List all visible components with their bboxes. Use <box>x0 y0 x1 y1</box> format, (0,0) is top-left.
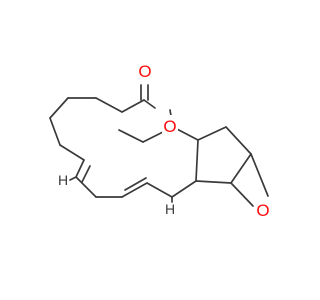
bond-c11-ringjunction <box>171 180 197 198</box>
bond-c7-c8 <box>75 176 97 198</box>
bond-c10-c11 <box>146 182 173 198</box>
bond-co-c1 <box>121 99 145 113</box>
epoxide-oxygen-label: O <box>256 201 269 220</box>
ester-oxygen-label: O <box>163 117 176 136</box>
bond-ethyl-methyl <box>118 129 144 143</box>
bond-ring-d <box>230 153 252 184</box>
bond-layer <box>49 84 269 207</box>
epoxide-oxygen-bg <box>255 199 271 220</box>
ester-oxygen-bg <box>162 115 178 137</box>
atom-label-layer: O O O H H <box>58 60 271 220</box>
alkene-bond-2 <box>121 182 148 198</box>
carbonyl-oxygen-bg <box>136 60 154 82</box>
bond-c5-c6 <box>59 144 85 161</box>
structure-canvas: O O O H H <box>49 60 271 220</box>
bond-ring-b <box>197 126 227 141</box>
bond-c4-c5 <box>49 117 61 146</box>
alkene-bond-1 <box>75 159 85 178</box>
alkene-hydrogen-2-label: H <box>165 201 175 217</box>
bond-c7-h <box>69 176 77 181</box>
bond-epoxide-2 <box>230 182 254 207</box>
bond-ring-a <box>195 139 199 182</box>
carbonyl-oxygen-label: O <box>138 62 151 81</box>
bond-epoxide-1 <box>250 153 269 197</box>
alkene-bond-2-inner <box>124 177 147 191</box>
bond-ring-e <box>195 180 232 184</box>
alkene-hydrogen-1-label: H <box>58 172 68 188</box>
bond-c1-c2 <box>95 97 123 113</box>
molecule-drawing: O O O H H <box>49 60 271 220</box>
alkene-bond-1-inner <box>81 165 91 183</box>
bond-ester-o-co <box>143 99 156 109</box>
bond-ring-c <box>225 126 252 155</box>
bond-c3-c4 <box>49 97 69 119</box>
